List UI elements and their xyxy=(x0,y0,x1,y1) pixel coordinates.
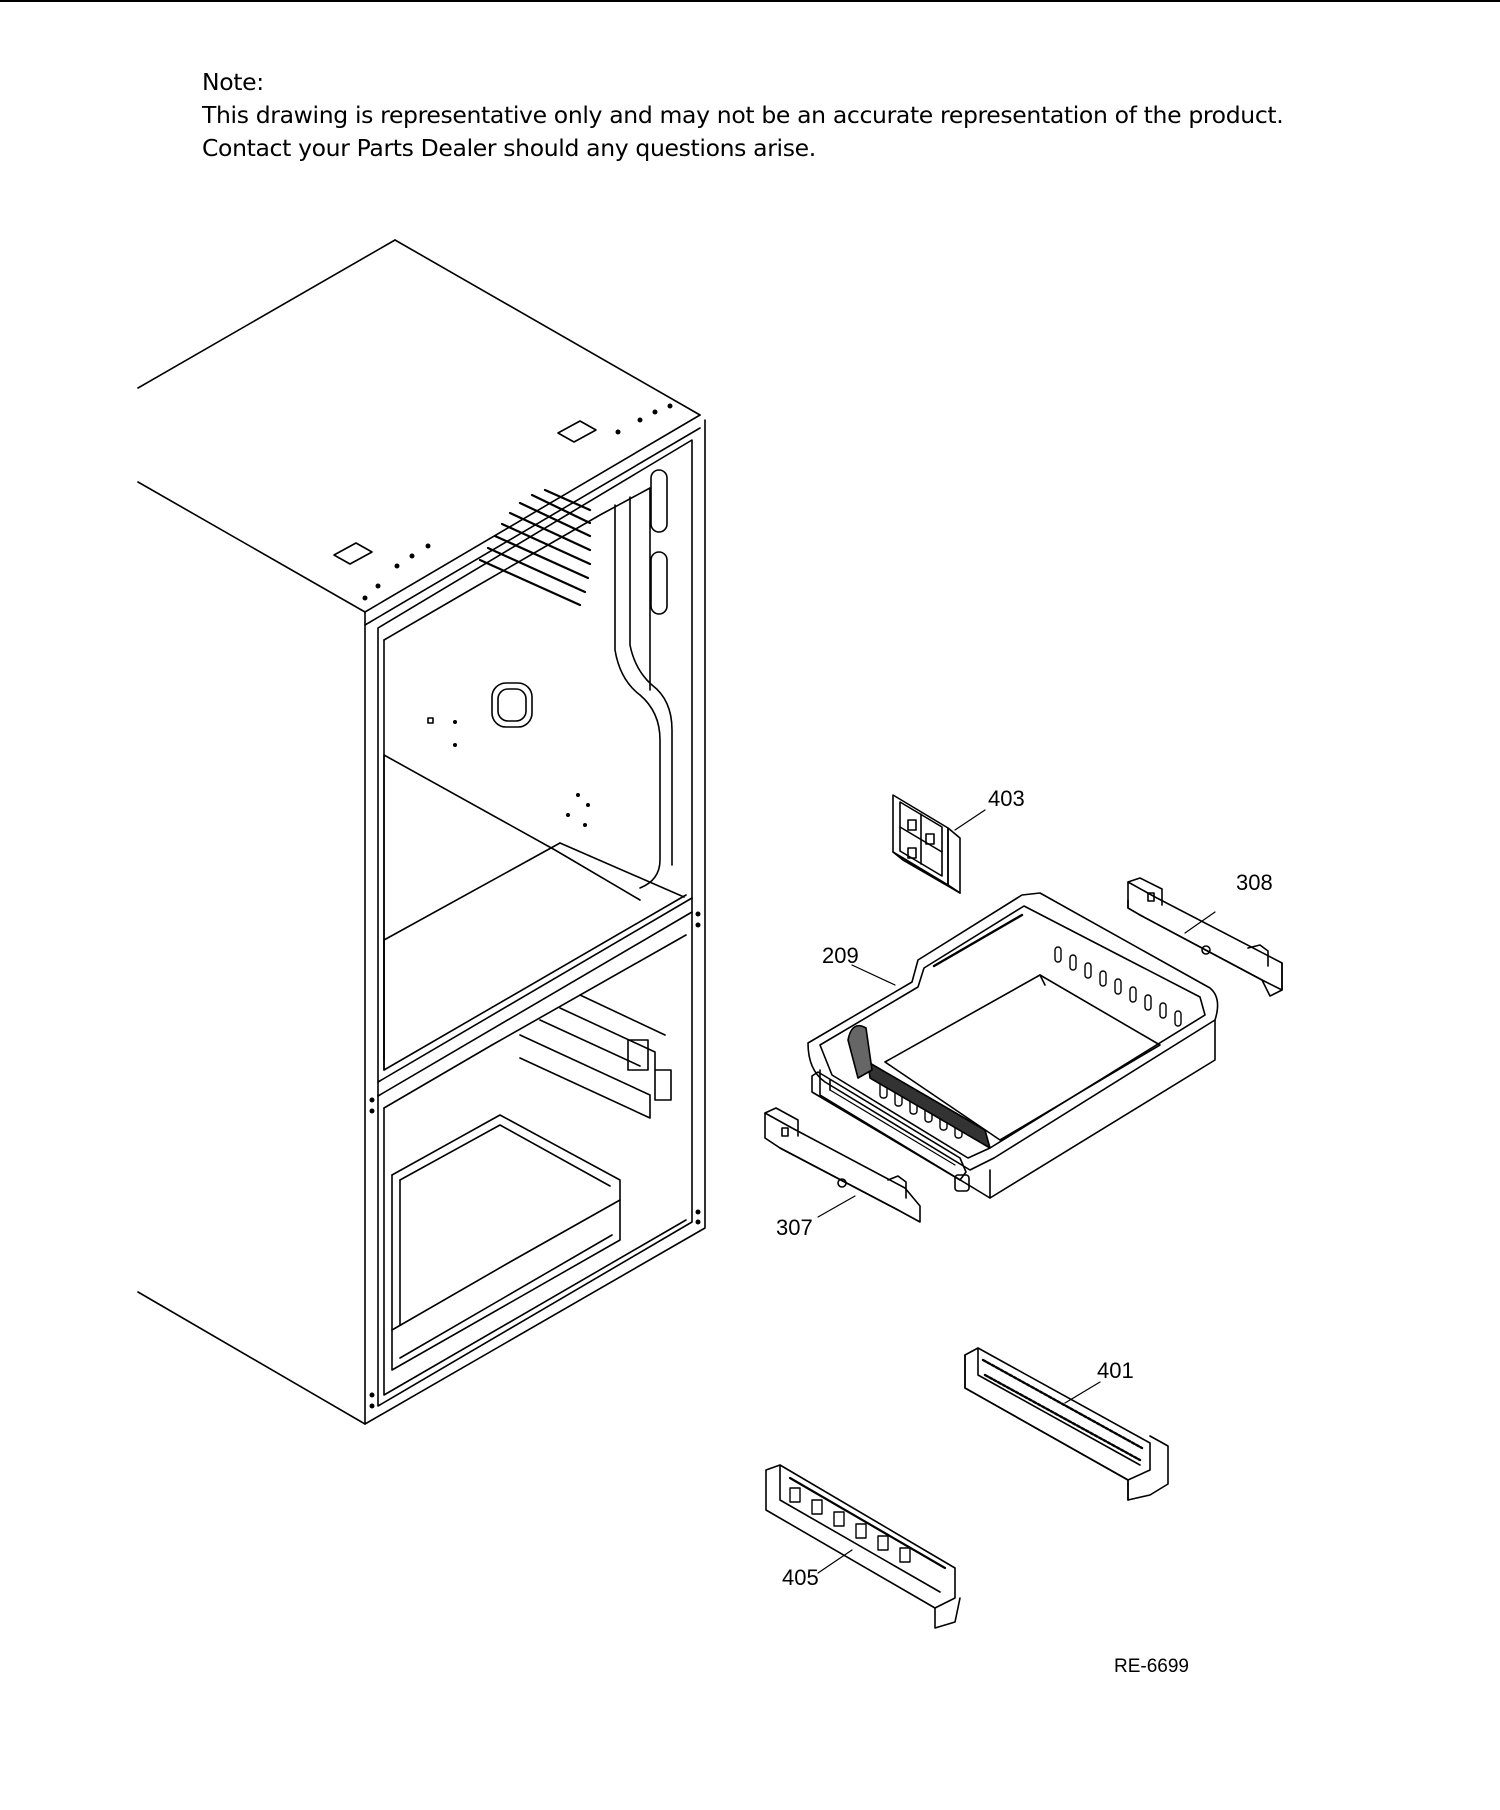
callout-leader-lines xyxy=(817,809,1216,1574)
refrigerator-cabinet xyxy=(137,239,706,1425)
drawing-reference-code: RE-6699 xyxy=(1114,1656,1189,1677)
callout-307: 307 xyxy=(776,1215,813,1240)
top-border-line xyxy=(0,0,1500,2)
part-307-left-rail xyxy=(764,1107,921,1223)
callout-405: 405 xyxy=(782,1565,819,1590)
part-405-cover xyxy=(765,1464,961,1629)
note-line-2: Contact your Parts Dealer should any que… xyxy=(202,134,816,162)
note-heading: Note: xyxy=(202,68,264,96)
part-308-right-rail xyxy=(1127,877,1283,997)
callout-308: 308 xyxy=(1236,870,1273,895)
part-403-bracket xyxy=(892,794,961,894)
callout-401: 401 xyxy=(1097,1358,1134,1383)
part-401-cover xyxy=(964,1347,1169,1501)
callout-403: 403 xyxy=(988,786,1025,811)
callout-209: 209 xyxy=(822,943,859,968)
note-line-1: This drawing is representative only and … xyxy=(202,101,1284,129)
disclaimer-note: Note: This drawing is representative onl… xyxy=(202,66,1402,165)
part-209-freezer-basket xyxy=(807,892,1219,1199)
